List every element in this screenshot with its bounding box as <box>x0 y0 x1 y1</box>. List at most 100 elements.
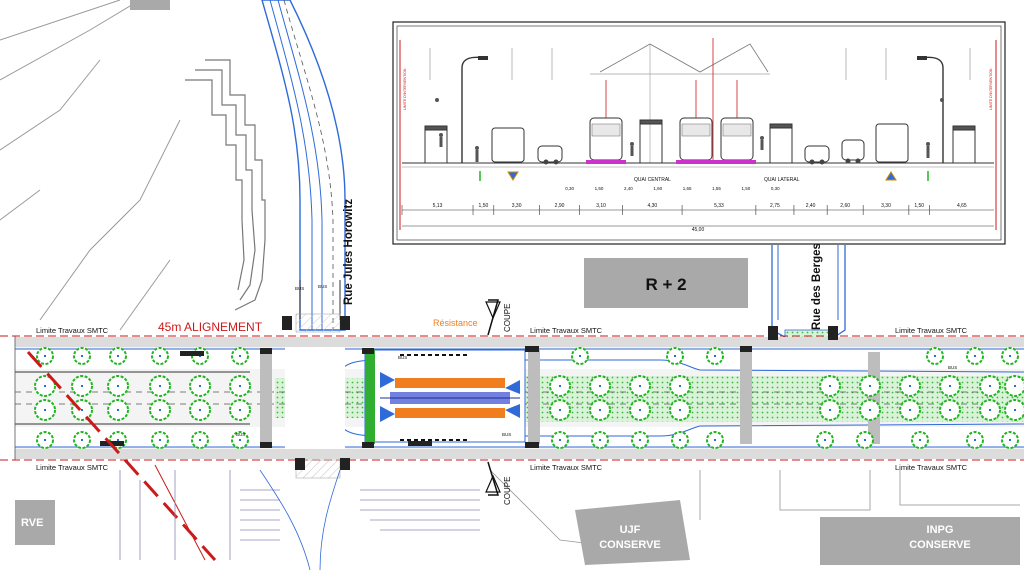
bus-label-3: BUS <box>236 432 245 437</box>
section-total-width: 45,00 <box>692 227 705 233</box>
tree-trunk <box>199 439 201 441</box>
building-serve <box>15 500 55 545</box>
tree-trunk <box>714 439 716 441</box>
section-limit-left: LIMITE D'INTERVENTION <box>403 68 407 110</box>
limite-label-6: Limite Travaux SMTC <box>895 463 968 472</box>
tree-trunk <box>639 385 641 387</box>
limite-label-5: Limite Travaux SMTC <box>530 463 603 472</box>
tree-trunk <box>1014 409 1016 411</box>
tree-trunk <box>599 409 601 411</box>
street-label-horowitz: Rue Jules Horowitz <box>343 199 355 305</box>
section-width-label: 2,60 <box>840 203 850 209</box>
tree-trunk <box>44 409 46 411</box>
section-sub-width-label: 1,50 <box>595 186 604 191</box>
tree-trunk <box>239 409 241 411</box>
resistance-label: Résistance <box>433 318 478 328</box>
tree-trunk <box>639 409 641 411</box>
street-label-berges: Rue des Berges <box>811 243 823 330</box>
tree-trunk <box>1009 439 1011 441</box>
section-sub-dimensions: 0,30 1,50 2,40 1,60 1,65 1,55 1,50 0,30 <box>565 186 780 191</box>
coupe-marker-bottom: COUPE <box>485 461 512 505</box>
tree-trunk <box>239 385 241 387</box>
tree-trunk <box>679 439 681 441</box>
building-ujf <box>575 500 690 565</box>
section-limit-right: LIMITE D'INTERVENTION <box>989 68 993 110</box>
section-width-label: 1,50 <box>479 203 489 209</box>
building-r2-label: R + 2 <box>645 275 686 294</box>
limite-label-3: Limite Travaux SMTC <box>895 326 968 335</box>
section-sub-width-label: 1,65 <box>683 186 692 191</box>
tree-trunk <box>864 439 866 441</box>
section-width-label: 5,33 <box>714 203 724 209</box>
trees <box>34 347 1024 449</box>
platform-south <box>395 408 505 418</box>
section-quai-lateral: QUAI LATERAL <box>764 177 800 183</box>
section-width-label: 1,50 <box>914 203 924 209</box>
section-width-label: 3,30 <box>881 203 891 209</box>
tree-trunk <box>81 409 83 411</box>
building-top-corner <box>130 0 170 10</box>
tree-trunk <box>949 385 951 387</box>
tree-trunk <box>869 385 871 387</box>
tree-trunk <box>869 409 871 411</box>
tree-trunk <box>117 439 119 441</box>
bus-label-6: BUS <box>948 365 957 370</box>
tree-trunk <box>159 439 161 441</box>
building-ujf-label-2: CONSERVE <box>599 539 661 551</box>
tree-trunk <box>44 439 46 441</box>
bus-label-2: BUS <box>318 284 327 289</box>
section-quai-central: QUAI CENTRAL <box>634 177 671 183</box>
section-sub-width-label: 1,50 <box>742 186 751 191</box>
site-context-lines <box>0 0 181 331</box>
building-r2 <box>584 258 748 308</box>
tree-trunk <box>974 439 976 441</box>
section-sub-width-label: 2,40 <box>624 186 633 191</box>
tree-trunk <box>559 439 561 441</box>
building-serve-label: RVE <box>21 517 43 529</box>
coupe-label-bottom: COUPE <box>503 477 512 505</box>
building-ujf-label-1: UJF <box>620 524 641 536</box>
section-sub-width-label: 0,30 <box>565 186 574 191</box>
section-width-label: 4,30 <box>647 203 657 209</box>
alignment-line <box>26 350 217 562</box>
tree-trunk <box>559 409 561 411</box>
tree-trunk <box>1009 355 1011 357</box>
tree-trunk <box>674 355 676 357</box>
tree-trunk <box>44 385 46 387</box>
tree-trunk <box>44 355 46 357</box>
tree-trunk <box>559 385 561 387</box>
tree-trunk <box>599 385 601 387</box>
tree-trunk <box>909 409 911 411</box>
section-sub-width-label: 1,55 <box>712 186 721 191</box>
platform-north <box>395 378 505 388</box>
tree-trunk <box>829 409 831 411</box>
bus-label-1: BUS <box>295 286 304 291</box>
tree-trunk <box>159 385 161 387</box>
limite-label-2: Limite Travaux SMTC <box>530 326 603 335</box>
alignment-label: 45m ALIGNEMENT <box>158 320 263 334</box>
tree-trunk <box>199 385 201 387</box>
section-sub-width-label: 0,30 <box>771 186 780 191</box>
tree-trunk <box>239 355 241 357</box>
section-width-label: 4,65 <box>957 203 967 209</box>
tree-trunk <box>81 355 83 357</box>
cross-section-inset: LIMITE D'INTERVENTION LIMITE D'INTERVENT… <box>392 21 1006 245</box>
tree-trunk <box>199 409 201 411</box>
tree-trunk <box>579 355 581 357</box>
tree-trunk <box>909 385 911 387</box>
road-horowitz <box>261 0 346 331</box>
building-inpg-label-2: CONSERVE <box>909 539 971 551</box>
tree-trunk <box>934 355 936 357</box>
curved-building <box>185 59 266 311</box>
tree-trunk <box>679 385 681 387</box>
section-sub-width-label: 1,60 <box>653 186 662 191</box>
tree-trunk <box>81 385 83 387</box>
section-width-label: 2,40 <box>806 203 816 209</box>
tree-trunk <box>599 439 601 441</box>
tree-trunk <box>159 409 161 411</box>
tree-trunk <box>714 355 716 357</box>
section-width-label: 3,10 <box>596 203 606 209</box>
section-trams <box>586 80 756 164</box>
